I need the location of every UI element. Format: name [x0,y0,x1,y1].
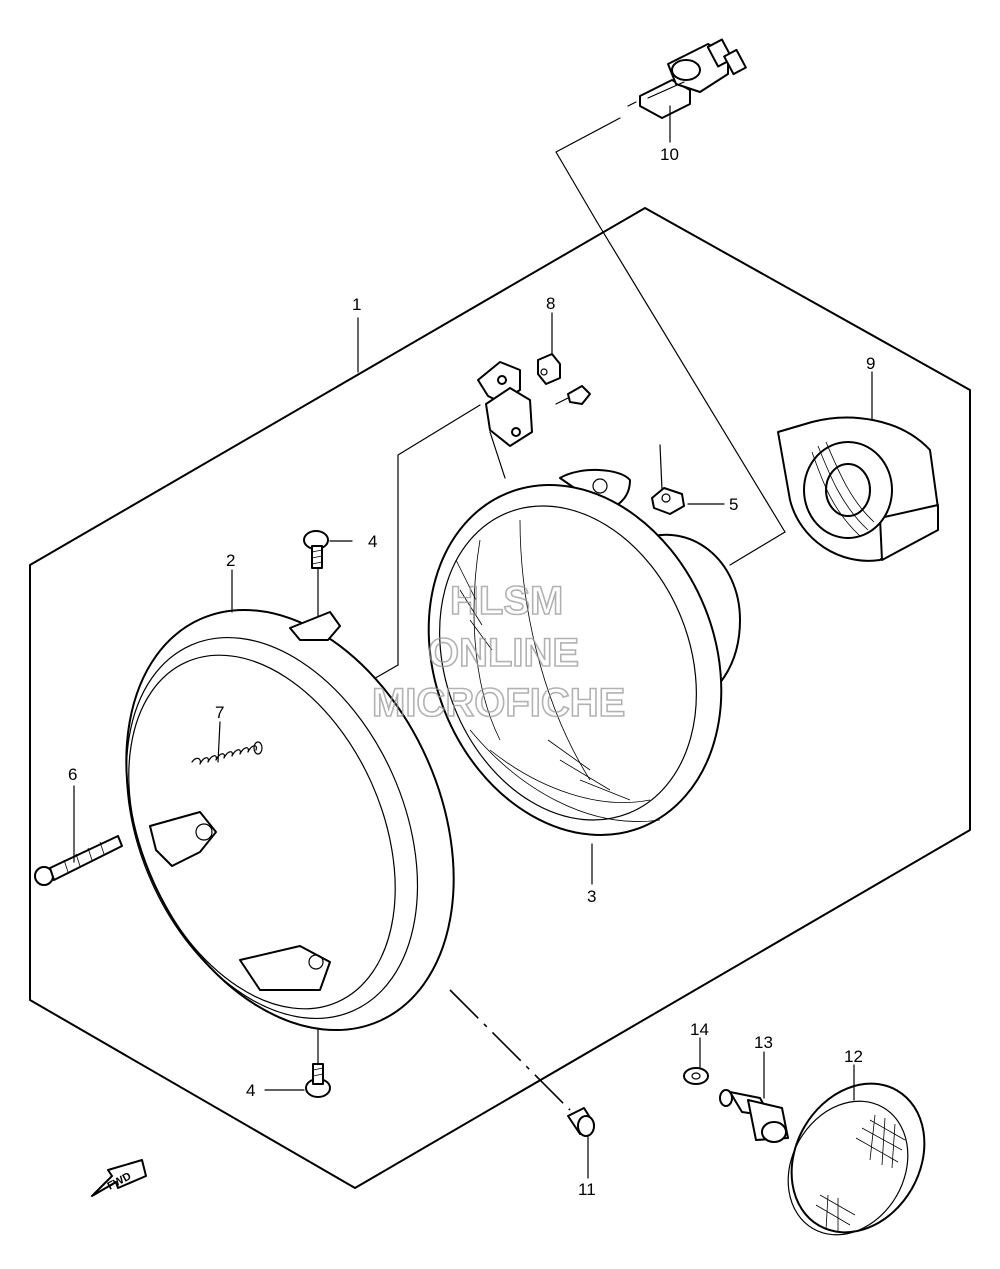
bracket-part-8[interactable] [477,353,591,447]
screw-part-4-top[interactable] [303,530,329,569]
callout-13: 13 [754,1033,773,1052]
callout-10: 10 [660,145,679,164]
callout-5: 5 [729,495,738,514]
callout-4-top: 4 [368,532,377,551]
watermark-line-2: ONLINE [428,631,579,675]
screw-part-6[interactable] [34,835,123,886]
watermark-line-3: MICROFICHE [372,681,625,725]
assembly-outline [29,207,971,1189]
screw-part-4-bottom[interactable] [305,1063,331,1098]
screw-part-11[interactable] [567,1107,595,1137]
callout-4-bottom: 4 [246,1081,255,1100]
callout-7: 7 [215,703,224,722]
reflector-part-12[interactable] [765,1059,951,1256]
spacer-part-13[interactable] [719,1089,789,1143]
headlamp-unit-part-3[interactable] [378,441,772,880]
callout-numbers: 1 2 3 4 4 5 6 7 8 9 10 11 12 13 14 [68,145,875,1199]
callout-6: 6 [68,765,77,784]
callout-12: 12 [844,1047,863,1066]
spring-part-7[interactable] [191,741,263,765]
rim-part-2[interactable] [63,558,516,1082]
socket-cover-part-9[interactable] [777,416,939,562]
nut-part-5[interactable] [651,487,685,515]
leader-lines [139,117,786,1111]
fwd-direction-arrow: FWD [91,1159,147,1197]
washer-part-14[interactable] [683,1067,709,1085]
callout-leaders [73,105,873,1179]
watermark-line-1: HLSM [450,579,563,623]
callout-9: 9 [866,354,875,373]
callout-11: 11 [578,1180,596,1199]
callout-8: 8 [546,294,555,313]
callout-14: 14 [690,1020,709,1039]
callout-1: 1 [352,295,361,314]
watermark: HLSM ONLINE MICROFICHE [371,578,626,726]
callout-2: 2 [226,551,235,570]
callout-3: 3 [587,887,596,906]
bulb-part-10[interactable] [627,38,747,119]
